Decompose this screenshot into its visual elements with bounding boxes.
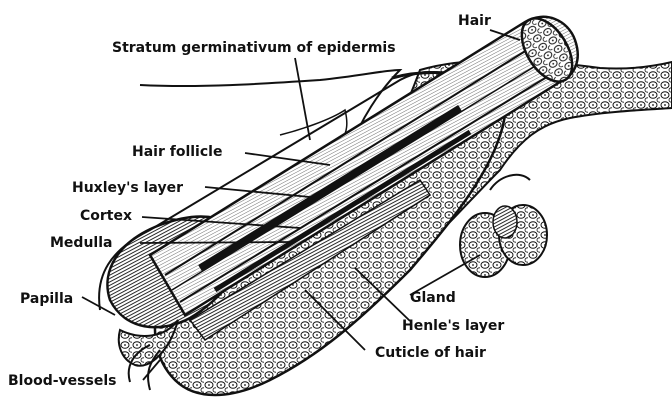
label-medulla: Medulla: [50, 235, 112, 251]
label-blood-vessels: Blood-vessels: [8, 373, 116, 389]
label-huxleys-layer: Huxley's layer: [72, 180, 183, 196]
label-gland: Gland: [410, 290, 456, 306]
label-henles-layer: Henle's layer: [402, 318, 504, 334]
label-stratum: Stratum germinativum of epidermis: [112, 40, 396, 56]
label-cuticle: Cuticle of hair: [375, 345, 486, 361]
label-hair-follicle: Hair follicle: [132, 144, 222, 160]
label-hair: Hair: [458, 13, 491, 29]
label-papilla: Papilla: [20, 291, 73, 307]
label-cortex: Cortex: [80, 208, 132, 224]
